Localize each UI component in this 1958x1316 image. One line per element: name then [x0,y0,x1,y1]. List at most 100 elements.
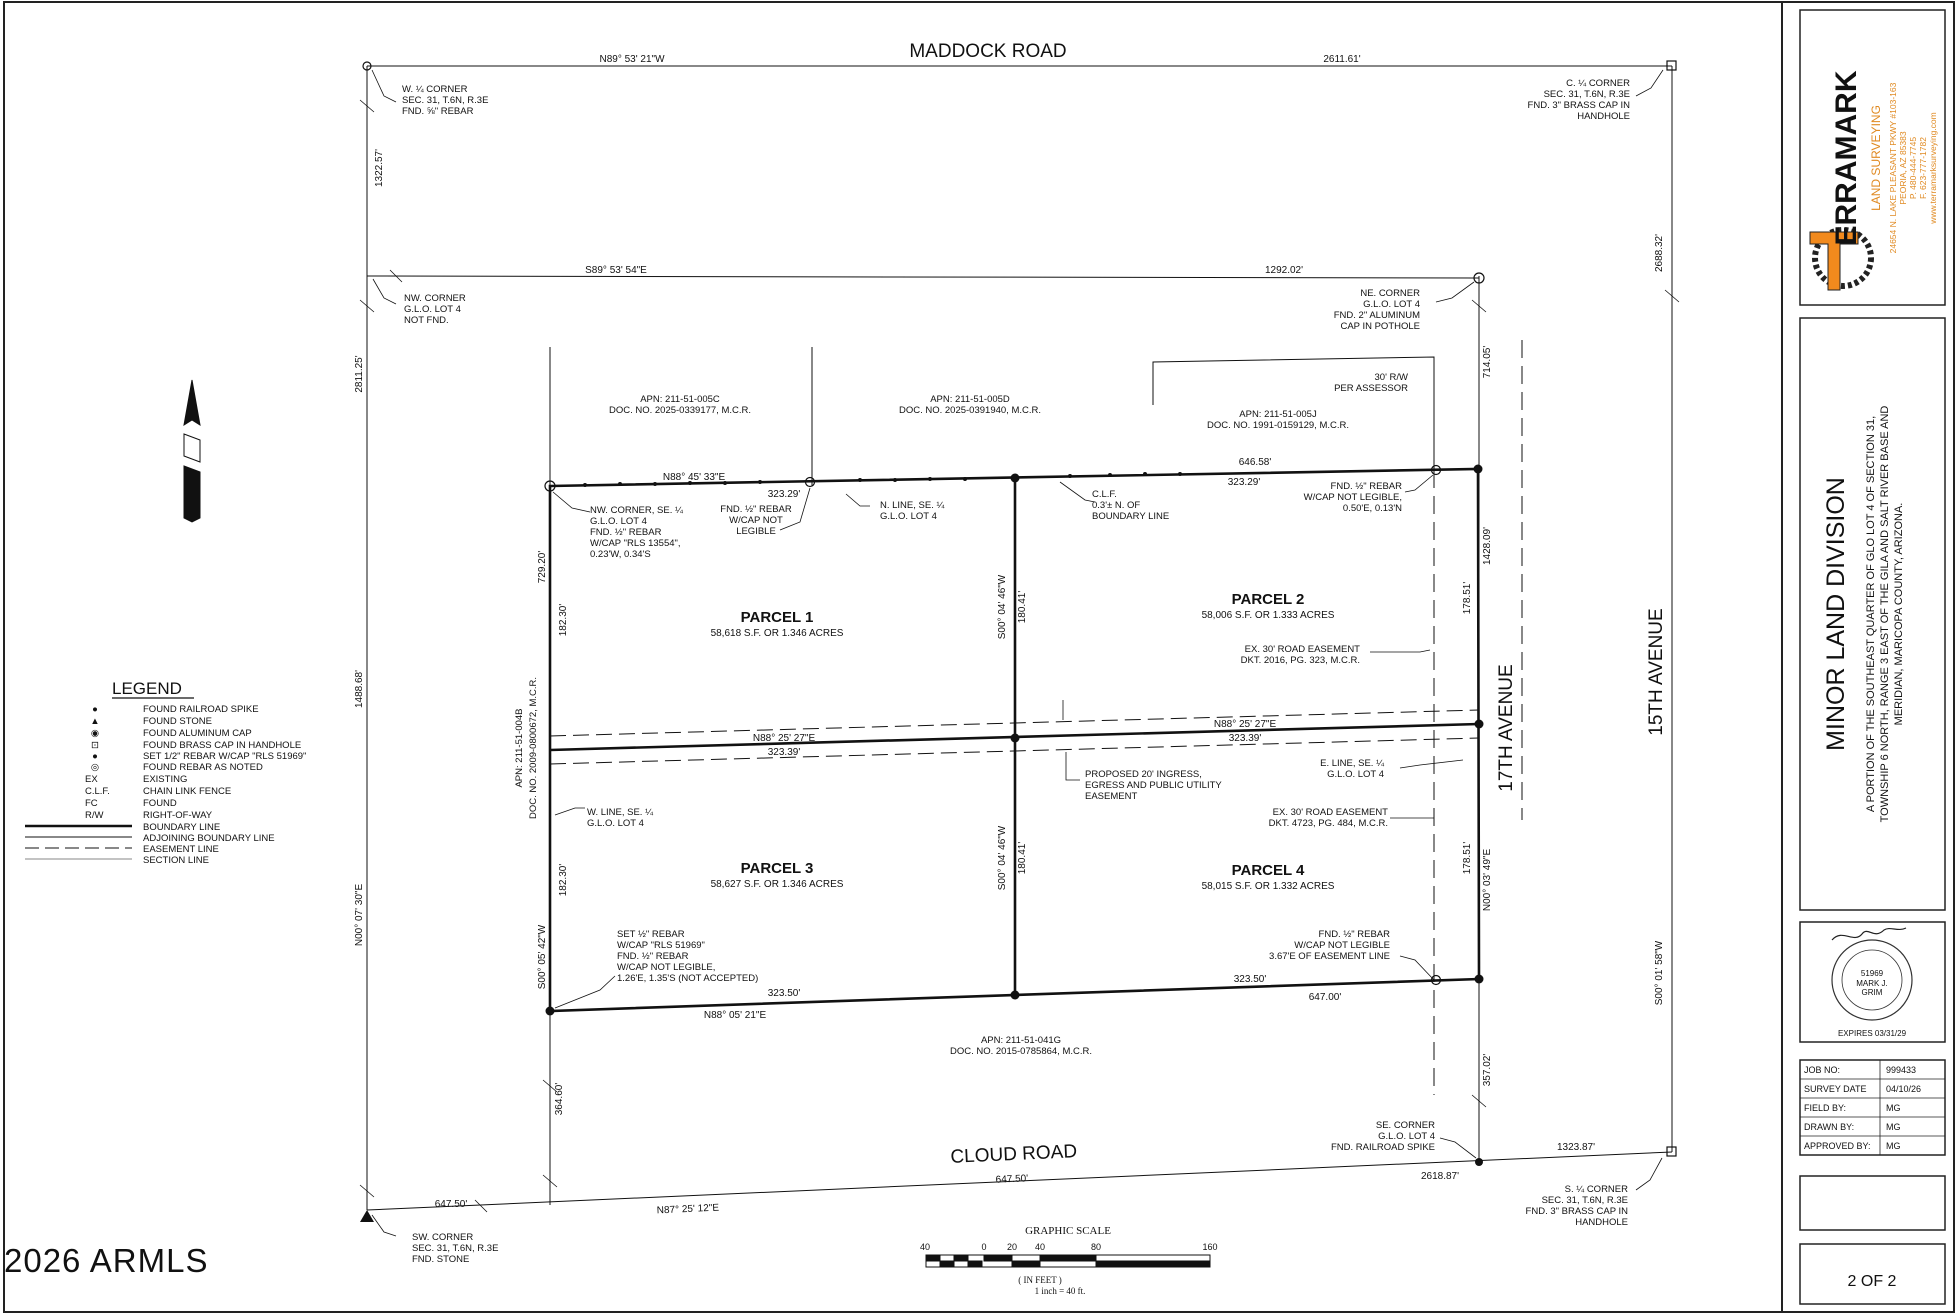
note-chain-link-fence: C.L.F. 0.3'± N. OF BOUNDARY LINE [1092,489,1169,522]
drawing-title: MINOR LAND DIVISION [1822,477,1850,751]
company-subtitle: LAND SURVEYING [1869,105,1883,211]
legend-label: EASEMENT LINE [143,844,219,855]
dim-label: 323.50' [1234,974,1267,985]
svg-text:DKT. 4723, PG. 484, M.C.R.: DKT. 4723, PG. 484, M.C.R. [1269,818,1388,829]
svg-text:SW. CORNER: SW. CORNER [412,1232,473,1243]
legend-symbol: FC [85,798,98,809]
legend-label: FOUND [143,798,177,809]
note-north-line: N. LINE, SE. ¼ G.L.O. LOT 4 [880,500,945,522]
note-found-rebar-2: FND. ½" REBAR W/CAP NOT LEGIBLE, 0.50'E,… [1304,481,1403,514]
legend-title: LEGEND [112,679,182,698]
dim-label: N88° 05' 21"E [704,1010,767,1021]
legend-symbol: ● [92,704,98,715]
svg-text:W. LINE, SE. ¼: W. LINE, SE. ¼ [587,807,654,818]
svg-text:0.23'W, 0.34'S: 0.23'W, 0.34'S [590,549,651,560]
svg-text:E. LINE, SE. ¼: E. LINE, SE. ¼ [1320,758,1385,769]
dim-label: 647.00' [1309,992,1342,1003]
dimension-labels: N89° 53' 21"W 2611.61' S89° 53' 54"E 129… [354,54,1665,1216]
parcel-name: PARCEL 1 [741,609,814,626]
svg-text:N. LINE, SE. ¼: N. LINE, SE. ¼ [880,500,945,511]
info-value: 999433 [1886,1065,1916,1075]
legend-label: FOUND RAILROAD SPIKE [143,704,259,715]
note-nw-corner-se-quarter: NW. CORNER, SE. ¼ G.L.O. LOT 4 FND. ½" R… [590,505,684,560]
dim-label: S00° 04' 46"W [997,574,1008,639]
legend-symbol: C.L.F. [85,786,110,797]
svg-text:W/CAP NOT LEGIBLE,: W/CAP NOT LEGIBLE, [1304,492,1402,503]
seal-number: 51969 [1861,969,1884,978]
company-website: www.terramarksurveying.com [1928,112,1938,224]
parcel-area: 58,627 S.F. OR 1.346 ACRES [711,879,844,890]
dim-label: 323.39' [1229,733,1262,744]
parcel-name: PARCEL 2 [1232,591,1305,608]
company-logo-icon [1809,227,1874,291]
svg-text:FND. 2" ALUMINUM: FND. 2" ALUMINUM [1334,310,1420,321]
scale-title: GRAPHIC SCALE [1025,1225,1111,1237]
dim-label: 323.29' [768,489,801,500]
parcel-name: PARCEL 4 [1232,862,1305,879]
note-ne-corner: NE. CORNER G.L.O. LOT 4 FND. 2" ALUMINUM… [1334,288,1420,332]
legend-symbol: R/W [85,810,104,821]
watermark-text: 2026 ARMLS [4,1242,208,1279]
parcel-1: PARCEL 1 58,618 S.F. OR 1.346 ACRES [711,609,844,639]
dim-label: N89° 53' 21"W [599,54,665,65]
svg-text:0.3'± N. OF: 0.3'± N. OF [1092,500,1140,511]
dim-label: 323.39' [768,747,801,758]
svg-text:DOC. NO. 2025-0391940, M.C.R.: DOC. NO. 2025-0391940, M.C.R. [899,405,1041,416]
parcel-2: PARCEL 2 58,006 S.F. OR 1.333 ACRES [1202,591,1335,621]
parcel-labels: PARCEL 1 58,618 S.F. OR 1.346 ACRES PARC… [711,591,1335,892]
company-address: 24654 N. LAKE PLEASANT PKWY #103-163 [1888,82,1898,253]
note-c-quarter-corner: C. ¼ CORNER SEC. 31, T.6N, R.3E FND. 3" … [1528,78,1631,122]
road-17th: 17TH AVENUE [1496,664,1517,791]
note-se-corner: SE. CORNER G.L.O. LOT 4 FND. RAILROAD SP… [1331,1120,1435,1153]
svg-text:HANDHOLE: HANDHOLE [1577,111,1630,122]
svg-text:30' R/W: 30' R/W [1375,372,1409,383]
svg-text:DOC. NO. 1991-0159129, M.C.R.: DOC. NO. 1991-0159129, M.C.R. [1207,420,1349,431]
dim-label: 729.20' [537,551,548,584]
svg-text:EASEMENT: EASEMENT [1085,791,1137,802]
svg-text:FND. STONE: FND. STONE [412,1254,469,1265]
north-arrow-icon [183,379,201,523]
svg-text:BOUNDARY LINE: BOUNDARY LINE [1092,511,1169,522]
info-label: DRAWN BY: [1804,1122,1854,1132]
sheet-number: 2 OF 2 [1848,1273,1897,1290]
svg-text:W/CAP NOT LEGIBLE,: W/CAP NOT LEGIBLE, [617,962,715,973]
svg-text:SEC. 31, T.6N, R.3E: SEC. 31, T.6N, R.3E [1544,89,1630,100]
legend-label: RIGHT-OF-WAY [143,810,213,821]
svg-text:DOC. NO. 2015-0785864, M.C.R.: DOC. NO. 2015-0785864, M.C.R. [950,1046,1092,1057]
svg-text:EX. 30' ROAD EASEMENT: EX. 30' ROAD EASEMENT [1273,807,1389,818]
sheet-border [3,1,1955,1313]
road-labels: MADDOCK ROAD CLOUD ROAD 15TH AVENUE 17TH… [909,41,1667,1168]
dim-label: 178.51' [1462,842,1473,875]
parcel-area: 58,015 S.F. OR 1.332 ACRES [1202,881,1335,892]
info-label: JOB NO: [1804,1065,1840,1075]
svg-text:G.L.O. LOT 4: G.L.O. LOT 4 [1378,1131,1435,1142]
parcel-area: 58,618 S.F. OR 1.346 ACRES [711,628,844,639]
note-apn-005d: APN: 211-51-005D DOC. NO. 2025-0391940, … [899,394,1041,416]
scale-tick: 20 [1007,1242,1017,1252]
svg-text:FND. ½" REBAR: FND. ½" REBAR [720,504,792,515]
note-proposed-easement: PROPOSED 20' INGRESS, EGRESS AND PUBLIC … [1085,769,1222,802]
svg-text:NW. CORNER: NW. CORNER [404,293,466,304]
scale-tick: 160 [1202,1242,1217,1252]
seal-expires: EXPIRES 03/31/29 [1838,1029,1907,1038]
company-name: ERRAMARK [1830,70,1863,245]
parcel-name: PARCEL 3 [741,860,814,877]
svg-text:APN: 211-51-005D: APN: 211-51-005D [930,394,1010,405]
svg-text:PER ASSESSOR: PER ASSESSOR [1334,383,1408,394]
dim-label: N00° 03' 49"E [1482,849,1493,912]
dim-label: N00° 07' 30"E [354,884,365,947]
svg-text:LEGIBLE: LEGIBLE [736,526,776,537]
dim-label: 2688.32' [1654,234,1665,272]
svg-text:APN: 211-51-005J: APN: 211-51-005J [1239,409,1317,420]
svg-text:1.26'E, 1.35'S (NOT ACCEPTED): 1.26'E, 1.35'S (NOT ACCEPTED) [617,973,758,984]
svg-text:0.50'E, 0.13'N: 0.50'E, 0.13'N [1343,503,1402,514]
svg-text:FND. ½" REBAR: FND. ½" REBAR [617,951,689,962]
svg-text:G.L.O. LOT 4: G.L.O. LOT 4 [1363,299,1420,310]
legend-symbol: EX [85,774,98,785]
note-set-rebar: SET ½" REBAR W/CAP "RLS 51969" FND. ½" R… [617,929,758,984]
svg-text:FND. ½" REBAR: FND. ½" REBAR [1319,929,1391,940]
svg-text:EX. 30' ROAD EASEMENT: EX. 30' ROAD EASEMENT [1245,644,1361,655]
legend-label: ADJOINING BOUNDARY LINE [143,833,275,844]
dim-label: 364.60' [554,1083,565,1116]
